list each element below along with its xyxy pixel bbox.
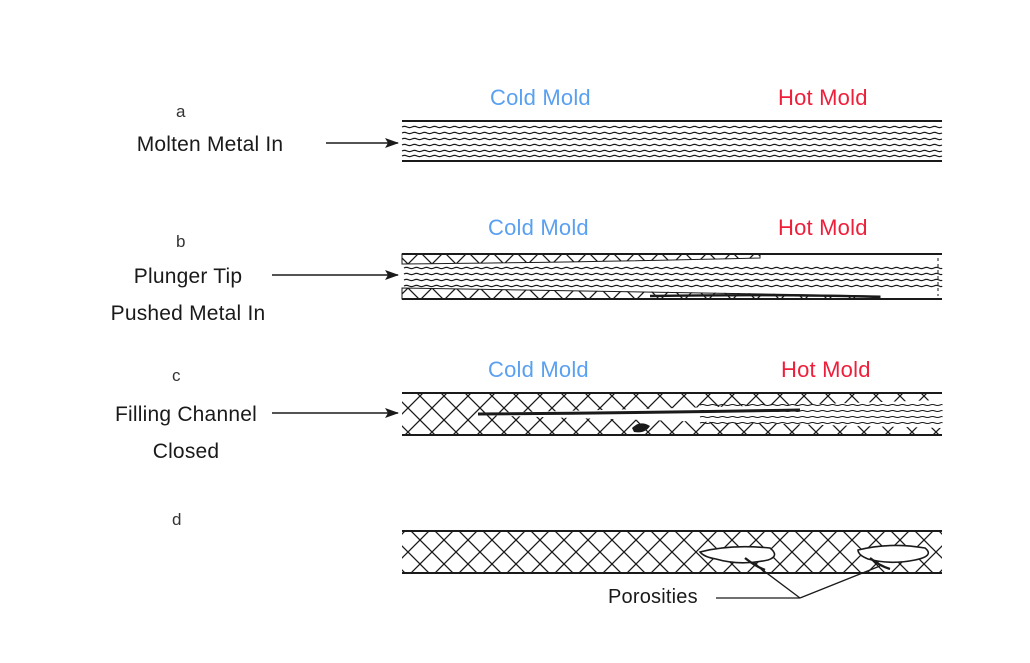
channel-a <box>401 120 943 162</box>
channel-c <box>402 392 943 436</box>
step-a-hot-label: Hot Mold <box>778 85 868 110</box>
step-b-description-line-2: Pushed Metal In <box>110 302 266 325</box>
porosities-pointer <box>716 565 881 599</box>
step-a-cold-label: Cold Mold <box>490 85 591 110</box>
step-b-letter: b <box>176 232 186 251</box>
step-c-description-line-1: Filling Channel <box>115 403 257 426</box>
step-c-cold-label: Cold Mold <box>488 357 589 382</box>
step-c-letter: c <box>172 366 181 385</box>
solid-skin-b <box>401 253 881 300</box>
porosity-2 <box>857 544 930 564</box>
porosity-1 <box>698 545 776 564</box>
liquid-core-c <box>477 400 943 428</box>
flow-lines-a <box>401 125 943 158</box>
step-b-description-line-1: Plunger Tip <box>133 265 243 288</box>
step-b-hot-label: Hot Mold <box>778 215 868 240</box>
step-b-cold-label: Cold Mold <box>488 215 589 240</box>
channel-b <box>401 253 943 300</box>
flow-lines-b <box>403 266 943 288</box>
step-a-description: Molten Metal In <box>136 133 284 156</box>
channel-d <box>402 530 942 574</box>
step-a-letter: a <box>176 102 186 121</box>
step-c-description-line-2: Closed <box>152 440 220 463</box>
step-c-hot-label: Hot Mold <box>781 357 871 382</box>
porosities-label: Porosities <box>608 586 698 608</box>
step-d-letter: d <box>172 510 182 529</box>
